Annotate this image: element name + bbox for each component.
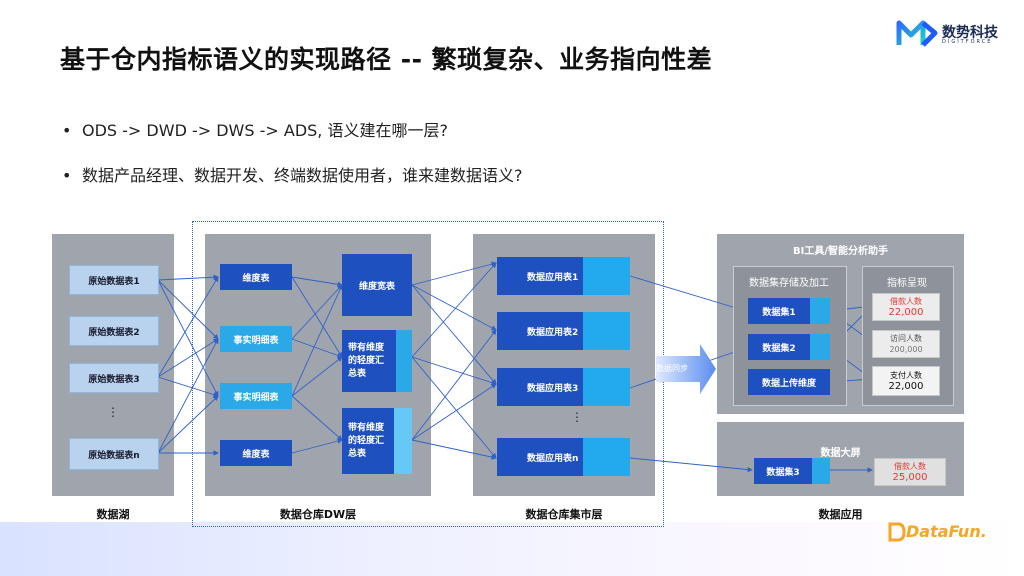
app-table-1: 数据应用表1	[497, 257, 630, 295]
metric-name: 借款人数	[890, 297, 922, 306]
dim-wide-table: 维度宽表	[342, 254, 412, 316]
datafun-text: DataFun.	[906, 522, 987, 541]
app-table-1-label: 数据应用表1	[497, 257, 583, 295]
datafun-mark-icon	[888, 522, 906, 542]
dataset-1-accent	[810, 298, 830, 324]
dim-table-top: 维度表	[220, 264, 292, 290]
bi-title: BI工具/智能分析助手	[793, 246, 888, 257]
app-table-2-accent	[583, 312, 630, 350]
sync-arrow-icon	[656, 344, 716, 394]
metric-payers: 支付人数 22,000	[872, 366, 940, 396]
app-table-2-label: 数据应用表2	[497, 312, 583, 350]
digitforce-logo: 数势科技 DIGITFORCE	[896, 18, 1016, 52]
bullet-item: • ODS -> DWD -> DWS -> ADS, 语义建在哪一层?	[62, 117, 448, 141]
metric-visitors: 访问人数 200,000	[872, 330, 940, 358]
app-table-3-accent	[583, 368, 630, 406]
app-table-2: 数据应用表2	[497, 312, 630, 350]
metric-screen-borrowers: 借款人数 25,000	[874, 458, 946, 486]
metric-value: 22,000	[888, 381, 924, 392]
fact-detail-table-1: 事实明细表	[220, 326, 292, 352]
light-summary-table-1-label: 带有维度的轻度汇总表	[342, 330, 396, 392]
bullet-item: • 数据产品经理、数据开发、终端数据使用者，谁来建数据语义?	[62, 162, 523, 186]
raw-table-3: 原始数据表3	[69, 363, 159, 393]
app-table-n-label: 数据应用表n	[497, 438, 583, 476]
logo-name: 数势科技	[942, 25, 998, 41]
raw-table-1: 原始数据表1	[69, 265, 159, 295]
dataset-2-label: 数据集2	[748, 334, 810, 360]
dataset-2: 数据集2	[748, 334, 830, 360]
app-table-ellipsis: ⋮	[571, 410, 583, 424]
metric-name: 借款人数	[894, 462, 926, 471]
bullet-dot: •	[62, 166, 72, 185]
datafun-logo: DataFun.	[888, 520, 998, 546]
raw-table-n: 原始数据表n	[69, 438, 159, 470]
dw-layer-label: 数据仓库DW层	[279, 508, 357, 521]
light-summary-table-1-accent	[396, 330, 412, 392]
page-title: 基于仓内指标语义的实现路径 -- 繁琐复杂、业务指向性差	[60, 45, 713, 74]
light-summary-table-2: 带有维度的轻度汇总表	[342, 408, 412, 474]
upload-dimension: 数据上传维度	[748, 369, 830, 395]
dataset-3-label: 数据集3	[754, 458, 812, 484]
dataset-1-label: 数据集1	[748, 298, 810, 324]
mart-layer-label: 数据仓库集市层	[525, 508, 603, 521]
light-summary-table-2-accent	[394, 408, 412, 474]
app-table-n-accent	[583, 438, 630, 476]
metric-value: 25,000	[892, 472, 928, 483]
metric-value: 200,000	[889, 345, 923, 354]
storage-title: 数据集存储及加工	[749, 278, 829, 289]
light-summary-table-2-label: 带有维度的轻度汇总表	[342, 408, 394, 474]
app-table-3: 数据应用表3	[497, 368, 630, 406]
data-app-label: 数据应用	[818, 508, 863, 521]
fact-detail-table-2: 事实明细表	[220, 383, 292, 409]
dataset-1: 数据集1	[748, 298, 830, 324]
bullet-text: 数据产品经理、数据开发、终端数据使用者，谁来建数据语义?	[82, 166, 523, 185]
display-title: 指标呈现	[887, 278, 927, 289]
logo-subtitle: DIGITFORCE	[942, 39, 993, 45]
dataset-3: 数据集3	[754, 458, 830, 484]
metric-borrowers: 借款人数 22,000	[872, 293, 940, 321]
app-table-1-accent	[583, 257, 630, 295]
bullet-text: ODS -> DWD -> DWS -> ADS, 语义建在哪一层?	[82, 121, 448, 140]
data-lake-label: 数据湖	[96, 508, 130, 521]
metric-name: 访问人数	[890, 334, 922, 343]
light-summary-table-1: 带有维度的轻度汇总表	[342, 330, 412, 392]
sync-label: 数据同步	[656, 364, 688, 373]
app-table-3-label: 数据应用表3	[497, 368, 583, 406]
logo-mark-icon	[896, 20, 938, 47]
metric-name: 支付人数	[890, 371, 922, 380]
dim-table-bottom: 维度表	[220, 440, 292, 466]
dataset-3-accent	[812, 458, 830, 484]
big-screen-title: 数据大屏	[820, 448, 861, 459]
app-table-n: 数据应用表n	[497, 438, 630, 476]
dataset-2-accent	[810, 334, 830, 360]
raw-table-ellipsis: ⋮	[107, 405, 119, 419]
bottom-decor-band	[0, 522, 1024, 576]
raw-table-2: 原始数据表2	[69, 316, 159, 346]
bullet-dot: •	[62, 121, 72, 140]
metric-value: 22,000	[888, 307, 924, 318]
